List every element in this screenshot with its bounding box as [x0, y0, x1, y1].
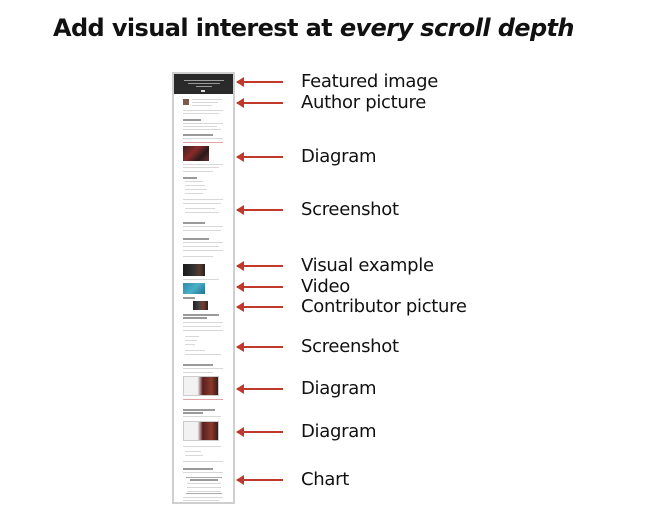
annotation-label: Diagram: [301, 378, 377, 399]
contributor-picture: [193, 301, 208, 310]
annotation-label: Screenshot: [301, 199, 399, 220]
annotation-contributor-picture: Contributor picture: [236, 296, 497, 317]
annotation-label: Screenshot: [301, 336, 399, 357]
annotation-author-picture: Author picture: [236, 92, 497, 113]
annotation-chart: Chart: [236, 469, 497, 490]
featured-image: [174, 74, 233, 94]
screenshot-image-2: [185, 336, 199, 337]
annotation-label: Diagram: [301, 421, 377, 442]
screenshot-image: [183, 199, 223, 200]
arrow-left-icon: [236, 384, 283, 394]
article-page-thumbnail: [172, 72, 235, 504]
slide-title: Add visual interest at every scroll dept…: [53, 14, 575, 42]
visual-example-image: [183, 264, 205, 276]
annotation-label: Contributor picture: [301, 296, 467, 317]
annotation-diagram: Diagram: [236, 146, 497, 167]
annotation-featured-image: Featured image: [236, 71, 497, 92]
annotation-label: Video: [301, 276, 350, 297]
annotation-video: Video: [236, 276, 497, 297]
annotation-visual-example: Visual example: [236, 255, 497, 276]
video-embed: [183, 283, 205, 294]
arrow-left-icon: [236, 427, 283, 437]
arrow-left-icon: [236, 475, 283, 485]
annotation-diagram-2: Diagram: [236, 378, 497, 399]
chart-table: [186, 477, 222, 494]
arrow-left-icon: [236, 261, 283, 271]
arrow-left-icon: [236, 282, 283, 292]
arrow-left-icon: [236, 77, 283, 87]
annotation-label: Visual example: [301, 255, 434, 276]
annotation-label: Diagram: [301, 146, 377, 167]
annotation-screenshot: Screenshot: [236, 199, 497, 220]
diagram-image-2: [183, 376, 219, 396]
annotation-screenshot-2: Screenshot: [236, 336, 497, 357]
arrow-left-icon: [236, 98, 283, 108]
arrow-left-icon: [236, 342, 283, 352]
annotation-diagram-3: Diagram: [236, 421, 497, 442]
title-emphasis: every scroll depth: [339, 14, 575, 42]
annotation-label: Author picture: [301, 92, 426, 113]
diagram-image: [183, 146, 209, 161]
author-picture: [183, 99, 189, 105]
arrow-left-icon: [236, 152, 283, 162]
title-prefix: Add visual interest at: [53, 14, 340, 42]
annotation-label: Featured image: [301, 71, 439, 92]
annotation-label: Chart: [301, 469, 349, 490]
diagram-image-3: [183, 421, 219, 441]
arrow-left-icon: [236, 302, 283, 312]
arrow-left-icon: [236, 205, 283, 215]
